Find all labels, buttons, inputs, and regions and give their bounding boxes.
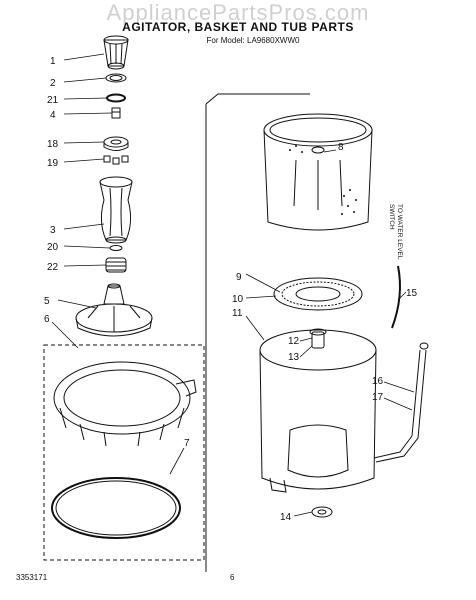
part-8-basket — [263, 113, 373, 231]
part-18-cam — [103, 136, 129, 151]
part-4-bolt — [111, 107, 121, 119]
part-20-washer — [109, 245, 123, 251]
water-level-note-line1: TO WATER LEVEL — [396, 204, 403, 260]
callout-15: 15 — [406, 288, 418, 299]
part-6-tub-ring — [53, 361, 197, 447]
callout-3: 3 — [50, 225, 56, 236]
callout-16: 16 — [372, 376, 384, 387]
part-21-o-ring — [106, 93, 126, 103]
callout-6: 6 — [44, 314, 50, 325]
callout-2: 2 — [50, 78, 56, 89]
part-2-ring — [105, 73, 127, 83]
callout-10: 10 — [232, 294, 244, 305]
part-1-agitator-cap — [103, 35, 129, 70]
callout-18: 18 — [47, 139, 59, 150]
part-7-gasket — [51, 477, 181, 539]
water-level-note: TO WATER LEVEL SWITCH — [388, 204, 403, 260]
model-subtitle: For Model: LA9680XWW0 — [206, 36, 300, 45]
callout-20: 20 — [47, 242, 59, 253]
part-12-13-seal-nut — [309, 328, 327, 349]
dashed-group-box — [43, 344, 205, 561]
callout-labels: 1 2 21 4 18 19 3 20 22 5 6 7 8 9 10 11 1… — [44, 56, 418, 523]
callout-17: 17 — [372, 392, 384, 403]
part-11-outer-tub — [259, 329, 377, 493]
part-3-agitator-barrel — [99, 176, 133, 244]
part-22-coupling — [105, 257, 127, 273]
diagram-title: AGITATOR, BASKET AND TUB PARTS — [122, 20, 354, 34]
callout-4: 4 — [50, 110, 56, 121]
part-16-17-hose-clamp — [373, 342, 429, 463]
callout-8: 8 — [338, 142, 344, 153]
footer-part-code: 3353171 — [16, 573, 48, 582]
basket-perforations — [289, 145, 357, 215]
callout-21: 21 — [47, 95, 59, 106]
callout-14: 14 — [280, 512, 292, 523]
part-10-drive-ring — [273, 277, 363, 311]
callout-11: 11 — [232, 308, 243, 319]
callout-22: 22 — [47, 262, 59, 273]
water-level-note-line2: SWITCH — [388, 204, 395, 230]
callout-leaders — [51, 53, 415, 517]
callout-1: 1 — [50, 56, 56, 67]
watermark: AppliancePartsPros.com — [106, 0, 370, 25]
callout-19: 19 — [47, 158, 59, 169]
part-19-dogs — [103, 155, 129, 165]
part-14-drain-nut — [311, 506, 333, 518]
footer-page-number: 6 — [230, 573, 235, 582]
callout-7: 7 — [184, 438, 190, 449]
callout-9: 9 — [236, 272, 242, 283]
part-15-pressure-hose — [391, 265, 401, 329]
callout-5: 5 — [44, 296, 50, 307]
callout-12: 12 — [288, 336, 300, 347]
bracket-line — [205, 93, 310, 572]
callout-13: 13 — [288, 352, 300, 363]
part-5-agitator-base — [75, 283, 153, 337]
